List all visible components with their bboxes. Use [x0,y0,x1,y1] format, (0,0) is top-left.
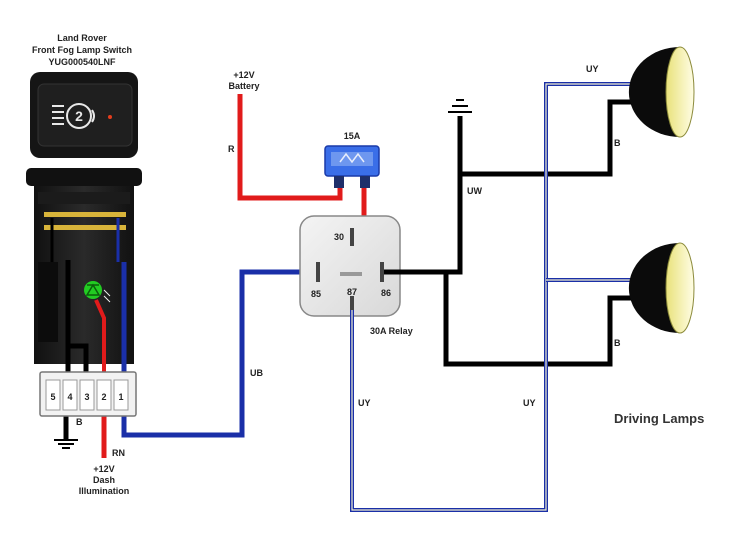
switch-title-line2: Front Fog Lamp Switch [32,45,132,55]
switch-connector [39,371,137,417]
battery-label-line2: Battery [228,81,259,91]
relay-pin-85: 85 [311,289,321,299]
fuse-rating: 15A [344,131,361,141]
indicator-led [108,115,112,119]
ub-wire-label: UB [250,368,263,378]
dash-label-line1: +12V [93,464,114,474]
rn-wire-label: RN [112,448,125,458]
relay-pin-30: 30 [334,232,344,242]
fog-lamp-icon [52,103,95,129]
relay-86-black-wire [384,116,463,275]
uy-wire-label-left: UY [358,398,371,408]
switch-ground-label: B [76,417,83,427]
uy-wire-label-top: UY [586,64,599,74]
switch-body [26,168,142,364]
lamp-bottom-black-wire [443,272,640,367]
illumination-led [84,281,111,303]
uy-wire [350,82,640,512]
battery-red-wire [237,94,343,201]
driving-lamps-title: Driving Lamps [614,411,704,426]
battery-label-line1: +12V [233,70,254,80]
lamp-bottom-b-label: B [614,338,621,348]
lamp-top-b-label: B [614,138,621,148]
relay-pin-86: 86 [381,288,391,298]
switch-title-line1: Land Rover [57,33,107,43]
switch-icon-number: 2 [75,108,83,124]
relay-pin-87: 87 [347,287,357,297]
driving-lamp-bottom [628,242,695,334]
connector-pin-1: 1 [118,392,123,402]
switch-front [30,72,138,158]
relay-label: 30A Relay [370,326,413,336]
battery-wire-label: R [228,144,235,154]
fuse [324,145,380,188]
uw-wire-label: UW [467,186,482,196]
relay [299,215,401,317]
switch-part-number: YUG000540LNF [48,57,116,67]
driving-lamp-top [628,46,695,138]
switch-ground-symbol [54,439,78,449]
connector-pin-5: 5 [50,392,55,402]
relay-ground-symbol [448,99,472,113]
connector-pin-3: 3 [84,392,89,402]
switch-red-wire [94,299,106,380]
uy-wire-label-right: UY [523,398,536,408]
ub-wire [121,269,318,438]
lamp-top-black-wire [460,99,640,177]
connector-pin-4: 4 [67,392,72,402]
switch-ground-wire [65,260,89,380]
connector-pin-2: 2 [101,392,106,402]
dash-label-line3: Illumination [79,486,130,496]
dash-label-line2: Dash [93,475,115,485]
